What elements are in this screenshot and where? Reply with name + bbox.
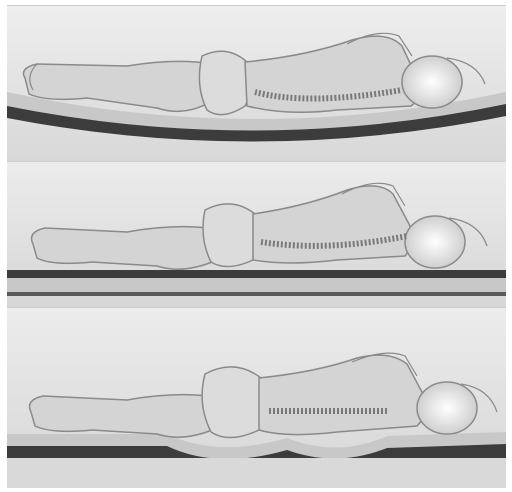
soft-mattress-illustration	[7, 6, 506, 162]
head	[417, 382, 477, 434]
head	[405, 216, 465, 268]
mattress-base	[7, 458, 506, 488]
mattress-dark-edge	[7, 270, 506, 278]
hips	[202, 367, 266, 438]
head	[402, 56, 462, 108]
hips	[203, 204, 260, 267]
mattress-bottom	[7, 292, 506, 296]
supportive-mattress-illustration	[7, 308, 506, 488]
firm-mattress-illustration	[7, 162, 506, 308]
hips	[199, 51, 251, 114]
panel-soft-mattress	[7, 5, 506, 162]
legs	[32, 227, 213, 270]
panel-supportive-mattress	[7, 307, 506, 488]
mattress-top	[7, 278, 506, 292]
legs	[30, 395, 213, 438]
panel-firm-mattress	[7, 161, 506, 308]
